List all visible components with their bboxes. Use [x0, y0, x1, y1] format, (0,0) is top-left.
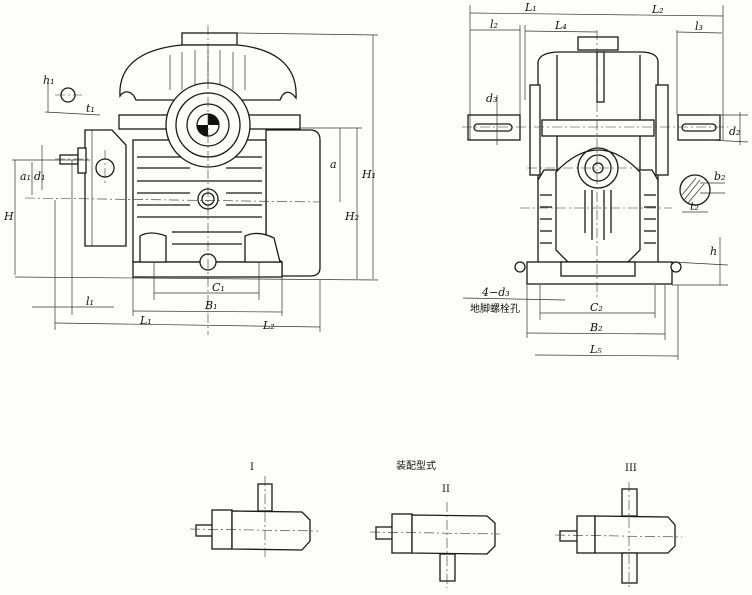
side-fins — [540, 190, 656, 244]
assembly-type-2 — [369, 502, 501, 588]
label-h: h — [710, 245, 717, 258]
bolt-hole-spec: 4−d₃ — [481, 286, 510, 299]
label-H: H — [3, 210, 14, 223]
label-L5: L₅ — [589, 343, 602, 356]
label-L4: L₄ — [554, 19, 567, 32]
label-L2: L₂ — [651, 3, 664, 16]
worm-shaft-housing — [541, 119, 655, 137]
upper-housing — [537, 51, 659, 181]
assembly-title: 装配型式 — [396, 459, 436, 472]
top-cap — [577, 36, 619, 51]
label-d1: d₁ — [34, 170, 45, 183]
type-label-3: III — [625, 463, 637, 474]
label-l2: l₂ — [490, 18, 498, 31]
top-cap — [181, 32, 238, 46]
label-L1: L₁ — [139, 314, 152, 327]
input-shaft — [59, 154, 79, 165]
bolt-left — [514, 261, 526, 273]
assembly-type-3 — [554, 482, 683, 588]
type-label-1: I — [250, 462, 254, 473]
label-d2: d₂ — [729, 125, 740, 138]
label-H1: H₁ — [361, 168, 376, 181]
right-cover — [265, 129, 321, 277]
right-shaft — [677, 114, 721, 141]
bolt-hole-caption: 地脚螺栓孔 — [470, 302, 520, 315]
label-H2: H₂ — [344, 210, 359, 223]
label-C2: C₂ — [590, 301, 603, 314]
label-B1: B₁ — [204, 299, 218, 312]
bolt-right — [670, 261, 682, 273]
motor-flange — [84, 129, 127, 247]
key-section-detail — [679, 174, 711, 206]
label-l1: l₁ — [86, 295, 94, 308]
assembly-types: 装配型式 I II III — [189, 459, 683, 588]
assembly-type-1 — [189, 476, 319, 557]
left-shaft — [467, 114, 521, 141]
label-h1: h₁ — [43, 74, 55, 87]
front-dimensions — [12, 32, 379, 332]
label-a: a — [330, 158, 337, 171]
label-t2: t₂ — [690, 200, 699, 213]
label-C1: C₁ — [212, 281, 225, 294]
side-view: L₁ L₂ l₂ L₄ l₃ d₃ d₂ b₂ t₂ h C₂ B₂ L₅ 4−… — [462, 1, 749, 360]
front-view: h₁ t₁ a₁ d₁ H a H₂ H₁ C₁ B₁ l₁ L₁ L₂ — [3, 25, 379, 335]
label-L2: L₂ — [262, 319, 275, 332]
label-B2: B₂ — [589, 321, 603, 334]
label-a1: a₁ — [20, 170, 31, 183]
label-d3: d₃ — [486, 92, 497, 105]
label-L1: L₁ — [524, 1, 537, 14]
side-dimensions — [462, 5, 749, 360]
type-label-2: II — [442, 484, 450, 495]
label-b2: b₂ — [714, 170, 725, 183]
label-t1: t₁ — [86, 102, 95, 115]
label-l3: l₃ — [695, 20, 703, 33]
